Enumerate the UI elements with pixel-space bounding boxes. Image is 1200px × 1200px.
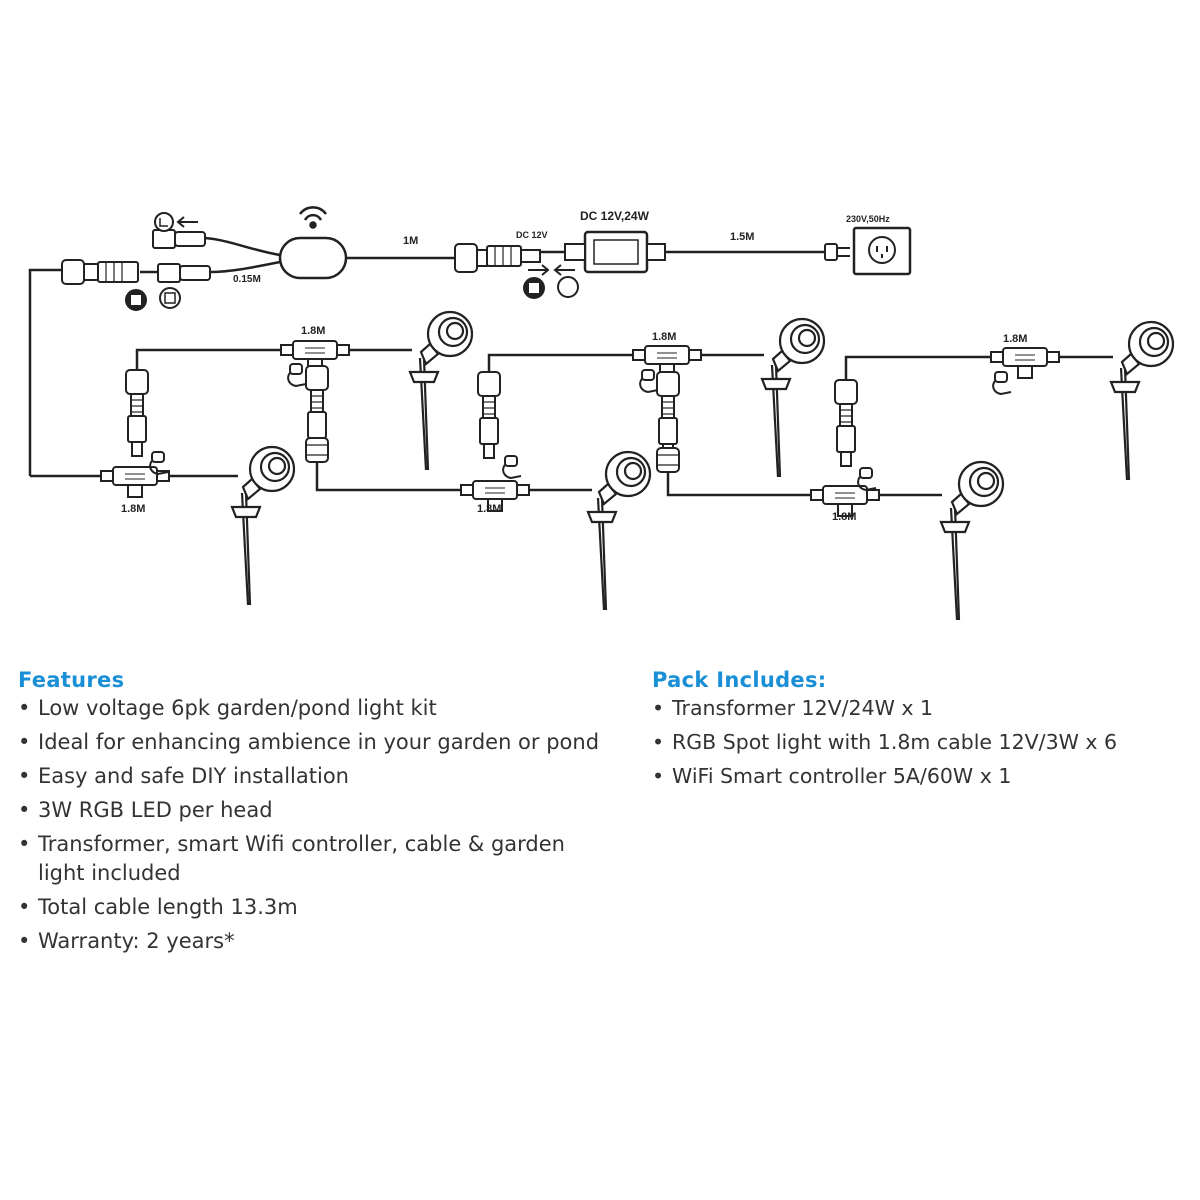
cable-length-label: 1.8M <box>832 511 856 523</box>
cable-length-label: 1M <box>403 235 418 247</box>
cable-length-label: 1.8M <box>477 503 501 515</box>
list-item: •Transformer 12V/24W x 1 <box>652 696 934 720</box>
cable-length-label: 1.8M <box>121 503 145 515</box>
features-section: Features •Low voltage 6pk garden/pond li… <box>18 668 618 961</box>
cable-connector-icon <box>834 379 858 467</box>
cable-length-label: 1.8M <box>652 331 676 343</box>
list-item: •Easy and safe DIY installation <box>18 764 349 788</box>
end-cap-icon <box>639 369 659 393</box>
wiring-diagram: 1M 0.15M DC 12V DC 12V,24W 1.5M 230V,50H… <box>28 206 1175 622</box>
list-item: •Total cable length 13.3m <box>18 895 298 919</box>
features-heading: Features <box>18 668 125 692</box>
light-chain-cables <box>30 348 1113 497</box>
spot-light-icon <box>939 460 1005 622</box>
end-cap-icon <box>502 455 522 479</box>
end-cap-icon <box>305 437 329 463</box>
end-cap-icon <box>656 447 680 473</box>
list-item: •RGB Spot light with 1.8m cable 12V/3W x… <box>652 730 1118 754</box>
cable-connector-icon <box>656 371 680 459</box>
voltage-label: DC 12V <box>516 230 548 240</box>
pack-includes-heading: Pack Includes: <box>652 668 827 692</box>
list-item: •Ideal for enhancing ambience in your ga… <box>18 730 600 754</box>
cable-length-label: 1.8M <box>1003 333 1027 345</box>
list-item: •Warranty: 2 years* <box>18 929 235 953</box>
transformer-icon <box>564 230 666 274</box>
mains-label: 230V,50Hz <box>846 214 890 224</box>
cable-connector-icon <box>152 229 211 283</box>
end-cap-icon <box>992 371 1012 395</box>
spot-light-icon <box>760 317 826 479</box>
list-item: •Low voltage 6pk garden/pond light kit <box>18 696 437 720</box>
transformer-label: DC 12V,24W <box>580 209 650 223</box>
pack-includes-list: •Transformer 12V/24W x 1 •RGB Spot light… <box>652 694 1197 791</box>
wifi-icon <box>298 206 328 229</box>
cable-length-label: 0.15M <box>233 274 261 285</box>
cable-length-label: 1.5M <box>730 231 754 243</box>
wifi-controller <box>278 236 348 280</box>
wall-socket-icon <box>852 226 912 276</box>
cable-connector-icon <box>61 259 139 285</box>
spot-light-icon <box>408 310 474 472</box>
t-connector-icon <box>100 466 170 498</box>
features-list: •Low voltage 6pk garden/pond light kit •… <box>18 694 618 956</box>
connection-marker-icons <box>125 212 198 311</box>
pack-includes-section: Pack Includes: •Transformer 12V/24W x 1 … <box>652 668 1197 796</box>
connection-marker-icons <box>523 264 579 299</box>
list-item: •Transformer, smart Wifi controller, cab… <box>18 832 565 885</box>
power-plug-icon <box>824 243 850 261</box>
power-chain <box>28 236 825 476</box>
spot-light-icon <box>230 445 296 607</box>
cable-connector-icon <box>477 371 501 459</box>
spot-light-icon <box>1109 320 1175 482</box>
cable-connector-icon <box>454 243 541 273</box>
list-item: •3W RGB LED per head <box>18 798 273 822</box>
list-item: •WiFi Smart controller 5A/60W x 1 <box>652 764 1012 788</box>
cable-connector-icon <box>125 369 149 457</box>
end-cap-icon <box>287 363 307 387</box>
cable-length-label: 1.8M <box>301 325 325 337</box>
spot-light-icon <box>586 450 652 612</box>
